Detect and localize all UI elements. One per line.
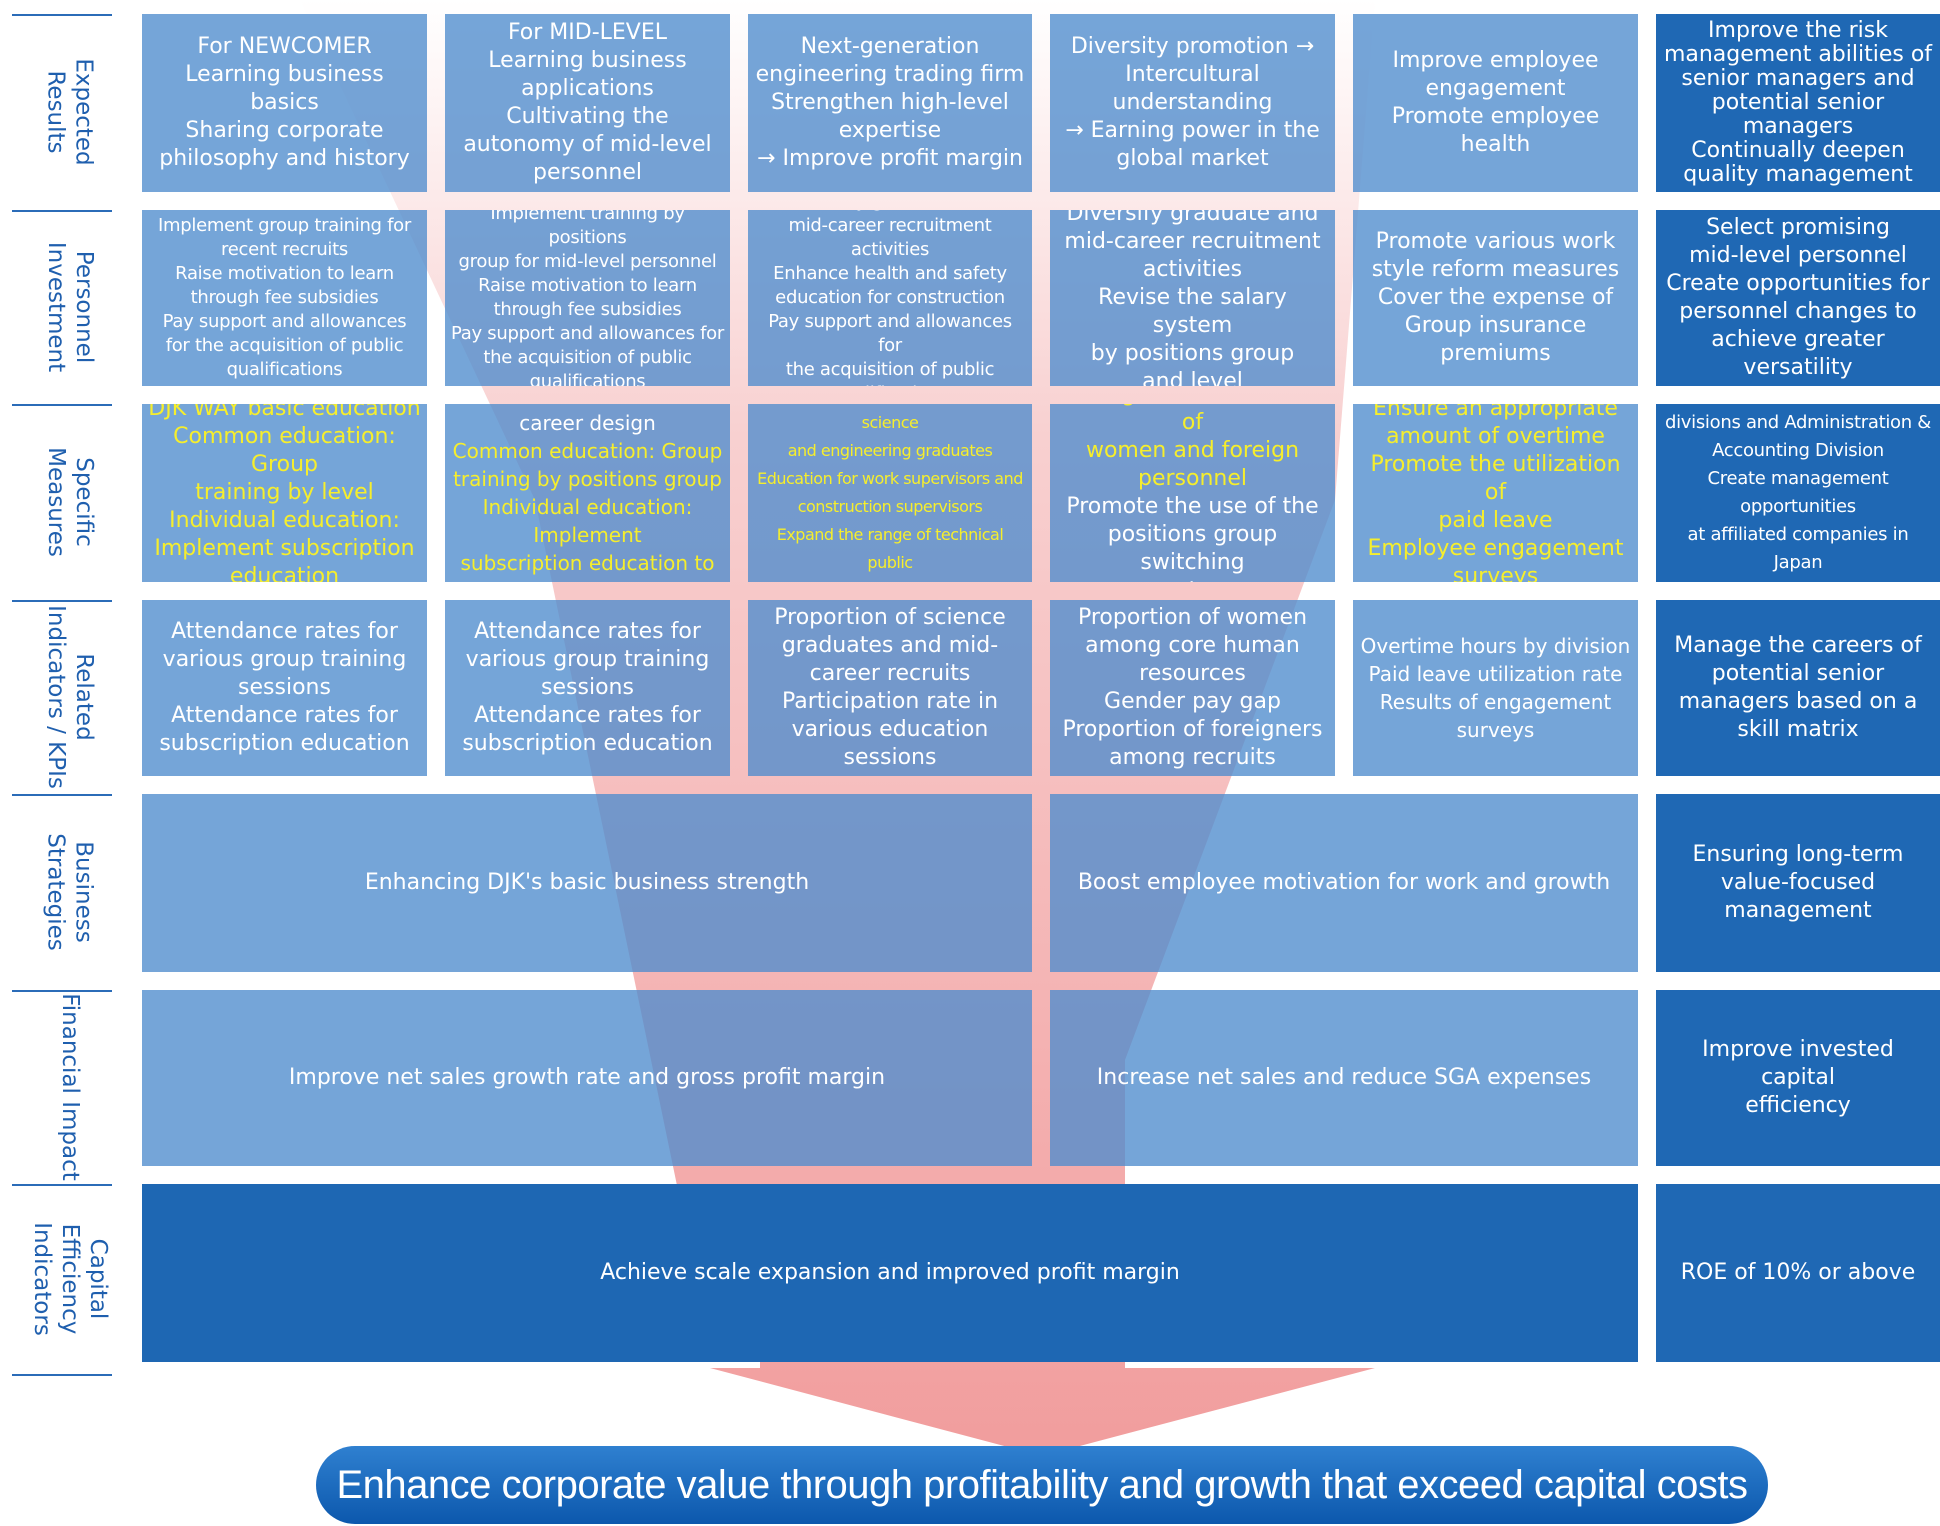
kpi-engineering: Proportion of science graduates and mid-…	[748, 600, 1032, 776]
financial-impact-sales-growth: Improve net sales growth rate and gross …	[142, 990, 1032, 1166]
specific-measures-mid-level: Education in line with career design Com…	[445, 404, 730, 582]
capital-efficiency-roe: ROE of 10% or above	[1656, 1184, 1940, 1362]
expected-results-diversity: Diversity promotion → Intercultural unde…	[1050, 14, 1335, 192]
row-divider	[12, 210, 112, 212]
expected-results-engineering: Next-generation engineering trading firm…	[748, 14, 1032, 192]
specific-measures-mid-level-plain: Education in line with career design	[480, 404, 695, 435]
kpi-risk-management: Manage the careers of potential senior m…	[1656, 600, 1940, 776]
row-divider	[12, 1374, 112, 1376]
specific-measures-diversity-plain: Promote the use of the positions group s…	[1066, 494, 1319, 582]
row-divider	[12, 600, 112, 602]
row-label-personnel-investment: Personnel Investment	[43, 241, 97, 373]
expected-results-mid-level: For MID-LEVEL Learning business applicat…	[445, 14, 730, 192]
personnel-investment-diversity: Diversify graduate and mid-career recrui…	[1050, 210, 1335, 386]
specific-measures-engineering: Strengthen recruitment of new science an…	[748, 404, 1032, 582]
business-strategy-motivation: Boost employee motivation for work and g…	[1050, 794, 1638, 972]
specific-measures-diversity: Strengthen recruitment of women and fore…	[1050, 404, 1335, 582]
business-strategy-long-term: Ensuring long-term value-focused managem…	[1656, 794, 1940, 972]
personnel-investment-engineering: Diversify graduate and mid-career recrui…	[748, 210, 1032, 386]
personnel-investment-risk-management: Select promising mid-level personnel Cre…	[1656, 210, 1940, 386]
kpi-engagement: Overtime hours by division Paid leave ut…	[1353, 600, 1638, 776]
row-label-business-strategies: Business Strategies	[43, 833, 97, 951]
row-divider	[12, 404, 112, 406]
specific-measures-mid-level-highlight: Common education: Group training by posi…	[452, 439, 723, 582]
kpi-newcomer: Attendance rates for various group train…	[142, 600, 427, 776]
row-label-related-indicators: Related Indicators / KPIs	[43, 605, 97, 789]
row-label-financial-impact: Financial Impact	[57, 993, 84, 1181]
business-strategy-basic-strength: Enhancing DJK's basic business strength	[142, 794, 1032, 972]
row-label-specific-measures: Specific Measures	[42, 447, 97, 557]
row-divider	[12, 794, 112, 796]
specific-measures-newcomer: DJK WAY basic education Common education…	[142, 404, 427, 582]
expected-results-engagement: Improve employee engagement Promote empl…	[1353, 14, 1638, 192]
specific-measures-diversity-highlight: Strengthen recruitment of women and fore…	[1063, 404, 1322, 491]
specific-measures-risk-management: Experience in both business divisions an…	[1656, 404, 1940, 582]
personnel-investment-newcomer: Implement group training for recent recr…	[142, 210, 427, 386]
expected-results-risk-management: Improve the risk management abilities of…	[1656, 14, 1940, 192]
kpi-diversity: Proportion of women among core human res…	[1050, 600, 1335, 776]
financial-impact-capital-efficiency: Improve invested capital efficiency	[1656, 990, 1940, 1166]
financial-impact-reduce-sga: Increase net sales and reduce SGA expens…	[1050, 990, 1638, 1166]
personnel-investment-engagement: Promote various work style reform measur…	[1353, 210, 1638, 386]
expected-results-newcomer: For NEWCOMER Learning business basics Sh…	[142, 14, 427, 192]
specific-measures-engagement: Ensure an appropriate amount of overtime…	[1353, 404, 1638, 582]
kpi-mid-level: Attendance rates for various group train…	[445, 600, 730, 776]
capital-efficiency-scale-expansion: Achieve scale expansion and improved pro…	[142, 1184, 1638, 1362]
personnel-investment-mid-level: Implement training by positions group fo…	[445, 210, 730, 386]
row-divider	[12, 990, 112, 992]
conclusion-banner: Enhance corporate value through profitab…	[316, 1446, 1768, 1524]
row-label-capital-efficiency: Capital Efficiency Indicators	[29, 1222, 111, 1336]
row-label-expected-results: Expected Results	[43, 58, 97, 166]
row-divider	[12, 14, 112, 16]
row-divider	[12, 1184, 112, 1186]
